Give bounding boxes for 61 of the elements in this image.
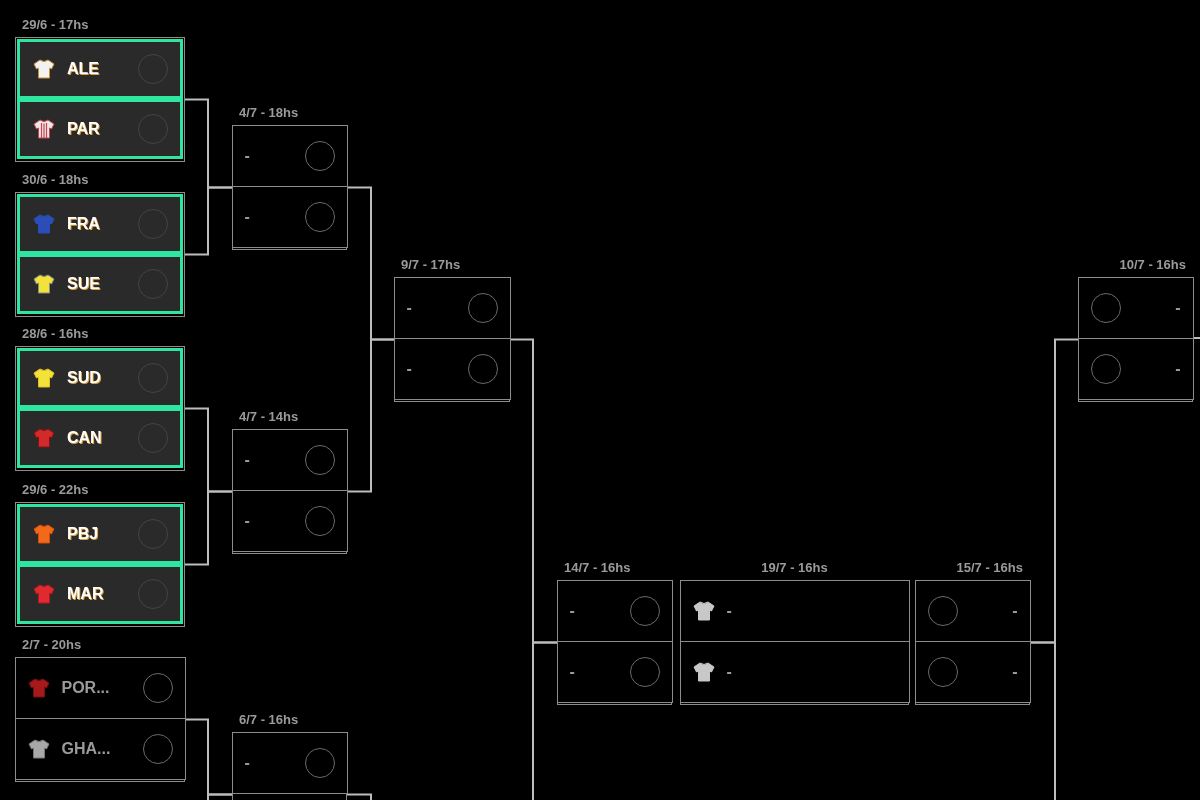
team-name: -	[1175, 298, 1181, 317]
match-date: 30/6 - 18hs	[22, 172, 89, 187]
match-date: 15/7 - 16hs	[956, 560, 1023, 575]
team-name: MAR	[67, 585, 105, 603]
match-row	[1077, 337, 1194, 400]
match-date: 4/7 - 18hs	[239, 105, 299, 120]
team-name: SUD	[67, 369, 102, 387]
team-name: ALE	[67, 60, 100, 78]
match-date: 29/6 - 17hs	[22, 17, 89, 32]
team-name: -	[406, 298, 413, 317]
match-date: 10/7 - 16hs	[1119, 257, 1186, 272]
team-name: CAN	[67, 429, 103, 447]
match-date: 4/7 - 14hs	[239, 409, 299, 424]
match-date: 2/7 - 20hs	[22, 637, 82, 652]
team-row	[17, 254, 183, 314]
team-name: -	[244, 511, 251, 530]
team-name: POR...	[61, 678, 111, 697]
team-name: -	[244, 450, 251, 469]
match-row	[393, 337, 511, 400]
team-row	[17, 564, 183, 624]
bracket-line	[184, 186, 233, 256]
team-name: -	[1012, 601, 1018, 620]
team-name: -	[406, 359, 413, 378]
team-name: PAR	[67, 120, 101, 138]
bracket-line	[184, 490, 233, 566]
team-name: PBJ	[67, 525, 100, 543]
team-name: -	[726, 662, 733, 681]
match-row	[14, 717, 186, 780]
team-name: SUE	[67, 275, 101, 293]
team-name: FRA	[67, 215, 101, 233]
match-date: 19/7 - 16hs	[761, 560, 828, 575]
team-name: -	[726, 601, 733, 620]
match-date: 29/6 - 22hs	[22, 482, 89, 497]
team-name: -	[244, 753, 251, 772]
team-row	[17, 194, 183, 254]
team-row	[17, 504, 183, 564]
match-date: 14/7 - 16hs	[564, 560, 631, 575]
match-row	[914, 640, 1031, 703]
team-name: -	[244, 146, 251, 165]
team-name: -	[1175, 359, 1181, 378]
bracket-line	[346, 338, 395, 493]
match-row	[231, 185, 348, 248]
team-name: -	[569, 601, 576, 620]
team-row	[17, 348, 183, 408]
bracket-line	[207, 793, 233, 800]
bracket-line	[532, 641, 558, 800]
bracket-line	[1029, 641, 1056, 800]
match-date: 6/7 - 16hs	[239, 712, 299, 727]
team-name: -	[1012, 662, 1018, 681]
match-date: 28/6 - 16hs	[22, 326, 89, 341]
match-date: 9/7 - 17hs	[401, 257, 461, 272]
bracket-line	[346, 793, 372, 800]
team-row	[17, 408, 183, 468]
team-name: -	[244, 207, 251, 226]
team-row	[17, 39, 183, 99]
team-name: GHA...	[61, 739, 112, 758]
match-row	[231, 489, 348, 552]
team-name: -	[569, 662, 576, 681]
match-row	[679, 640, 910, 703]
match-row	[556, 640, 673, 703]
team-row	[17, 99, 183, 159]
